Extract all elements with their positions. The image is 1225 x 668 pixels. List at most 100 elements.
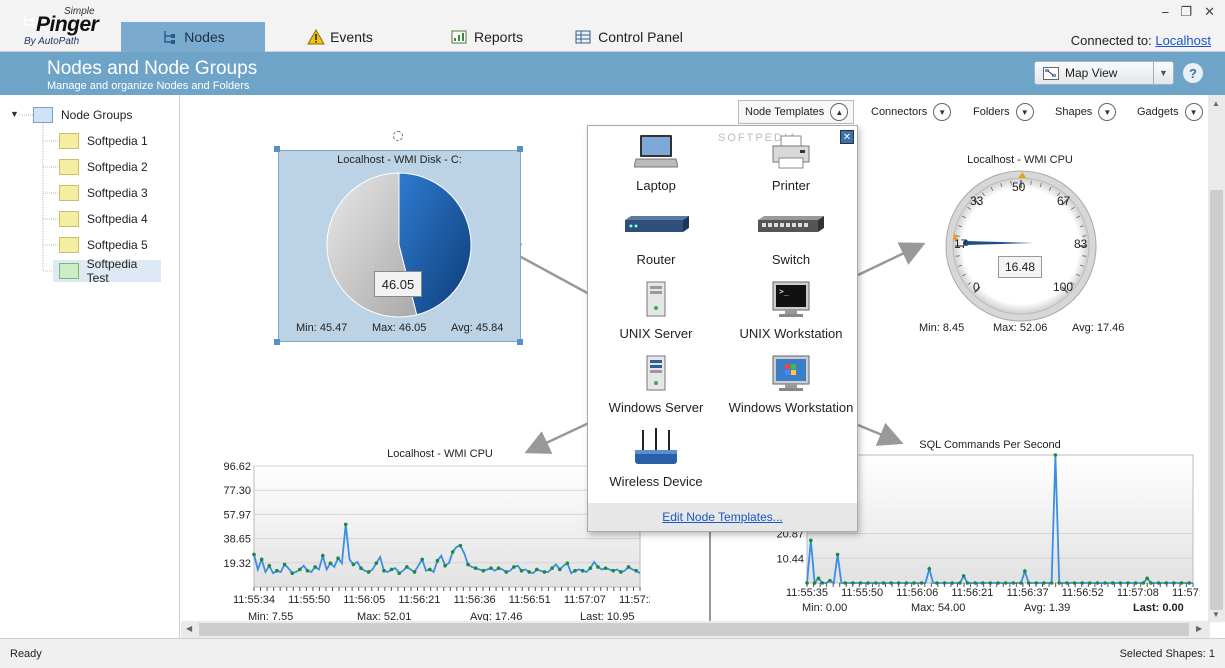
- connector-arrow[interactable]: [857, 242, 926, 277]
- data-point: [1095, 581, 1100, 585]
- scroll-left-arrow[interactable]: ◀: [186, 624, 193, 633]
- resize-handle[interactable]: [274, 339, 280, 345]
- tree-root-node-groups[interactable]: Node Groups: [33, 104, 132, 126]
- chevron-down-icon: ▼: [1015, 103, 1034, 121]
- app-logo: Simple Pinger By AutoPath: [18, 6, 118, 47]
- tab-reports[interactable]: Reports: [432, 22, 542, 52]
- data-point: [527, 570, 531, 574]
- folder-icon: [59, 133, 79, 149]
- rotate-handle[interactable]: [393, 131, 403, 141]
- laptop-icon: [634, 135, 678, 168]
- x-tick-label: 11:56:51: [509, 594, 551, 606]
- tree-item[interactable]: Softpedia 5: [59, 234, 148, 256]
- tree-item[interactable]: Softpedia 4: [59, 208, 148, 230]
- data-point: [298, 567, 302, 572]
- watermark-text: SOFTPEDIA: [718, 132, 799, 144]
- tab-control-panel[interactable]: Control Panel: [564, 22, 694, 52]
- data-point: [961, 574, 966, 578]
- data-point: [435, 558, 440, 563]
- tree-item[interactable]: Softpedia 2: [59, 156, 148, 178]
- gauge-tick-label: 17: [954, 237, 968, 251]
- tab-events[interactable]: Events: [290, 22, 390, 52]
- x-tick-label: 11:57:22: [619, 594, 650, 606]
- resize-handle[interactable]: [517, 146, 523, 152]
- status-bar: Ready Selected Shapes: 1: [0, 638, 1225, 668]
- tab-nodes[interactable]: Nodes: [121, 22, 265, 52]
- connection-host-link[interactable]: Localhost: [1155, 33, 1211, 48]
- template-laptop[interactable]: Laptop: [591, 132, 721, 193]
- connector-lines: [494, 242, 926, 622]
- data-point: [809, 538, 813, 543]
- template-windows-server[interactable]: Windows Server: [591, 354, 721, 415]
- gadgets-label: Gadgets: [1137, 106, 1179, 118]
- folder-icon: [59, 159, 79, 175]
- edit-node-templates-link[interactable]: Edit Node Templates...: [662, 510, 783, 524]
- scroll-thumb[interactable]: [199, 623, 1189, 636]
- connection-status: Connected to: Localhost: [1071, 33, 1211, 48]
- data-point: [519, 568, 524, 573]
- template-switch[interactable]: Switch: [726, 206, 856, 267]
- x-tick-label: 11:56:52: [1062, 587, 1104, 599]
- shapes-button[interactable]: Shapes ▼: [1055, 100, 1117, 124]
- data-point: [359, 566, 363, 571]
- data-point: [619, 570, 623, 574]
- gauge-tick: [973, 198, 981, 206]
- connectors-button[interactable]: Connectors ▼: [871, 100, 952, 124]
- template-router[interactable]: Router: [591, 206, 721, 267]
- scroll-down-arrow[interactable]: ▼: [1212, 610, 1220, 619]
- data-point: [443, 563, 447, 568]
- gauge-tick: [1079, 225, 1084, 228]
- folders-button[interactable]: Folders ▼: [973, 100, 1034, 124]
- warning-icon: [307, 28, 325, 45]
- vertical-scrollbar[interactable]: ▲ ▼: [1208, 95, 1225, 622]
- resize-handle[interactable]: [517, 339, 523, 345]
- connector-arrow[interactable]: [524, 420, 592, 454]
- gadgets-button[interactable]: Gadgets ▼: [1137, 100, 1203, 124]
- horizontal-scrollbar[interactable]: ◀ ▶: [181, 621, 1210, 638]
- template-windows-workstation[interactable]: Windows Workstation: [726, 354, 856, 415]
- tree-item-selected[interactable]: Softpedia Test: [53, 257, 161, 285]
- template-unix-server[interactable]: UNIX Server: [591, 280, 721, 341]
- data-point: [626, 565, 631, 569]
- data-point: [535, 567, 539, 572]
- scroll-thumb[interactable]: [1210, 190, 1223, 610]
- tree-item[interactable]: Softpedia 3: [59, 182, 148, 204]
- view-select[interactable]: Map View ▼: [1034, 61, 1174, 85]
- data-point: [328, 561, 333, 566]
- gauge-tick: [1076, 273, 1080, 277]
- x-tick-label: 11:57:23: [1172, 587, 1200, 599]
- data-point: [397, 571, 402, 576]
- close-icon[interactable]: ✕: [1204, 4, 1215, 19]
- selected-shapes-count: Selected Shapes: 1: [1119, 648, 1215, 660]
- restore-icon[interactable]: ❐: [1180, 4, 1193, 19]
- chevron-down-icon[interactable]: ▼: [1153, 62, 1173, 84]
- node-templates-button[interactable]: Node Templates ▲: [738, 100, 854, 124]
- tree-item[interactable]: Softpedia 1: [59, 130, 148, 152]
- tree-expand-toggle[interactable]: ▼: [10, 109, 19, 119]
- template-wireless-device[interactable]: Wireless Device: [591, 428, 721, 489]
- help-button[interactable]: ?: [1183, 63, 1203, 83]
- windows-monitor-icon: [772, 355, 810, 391]
- data-point: [565, 561, 570, 566]
- folder-icon: [59, 185, 79, 201]
- folder-icon: [59, 237, 79, 253]
- template-label: Router: [636, 252, 676, 267]
- minimize-icon[interactable]: ⎯: [1161, 4, 1169, 19]
- resize-handle[interactable]: [274, 146, 280, 152]
- connector-arrow[interactable]: [857, 422, 904, 446]
- scroll-right-arrow[interactable]: ▶: [1196, 624, 1203, 633]
- switch-icon: [758, 216, 824, 232]
- tree-lines: [20, 114, 58, 272]
- edit-templates-bar: Edit Node Templates...: [588, 503, 857, 531]
- sql-chart-max: Max: 54.00: [911, 602, 966, 614]
- scroll-up-arrow[interactable]: ▲: [1212, 99, 1220, 108]
- template-unix-workstation[interactable]: >_ UNIX Workstation: [726, 280, 856, 341]
- data-point: [820, 581, 825, 585]
- folder-icon: [59, 263, 79, 279]
- template-label: UNIX Server: [619, 326, 693, 341]
- template-printer[interactable]: Printer: [726, 132, 856, 193]
- close-popup-icon[interactable]: ✕: [840, 130, 854, 144]
- gauge-tick: [1076, 215, 1080, 219]
- data-point: [1049, 581, 1054, 585]
- chevron-up-icon: ▲: [830, 103, 849, 121]
